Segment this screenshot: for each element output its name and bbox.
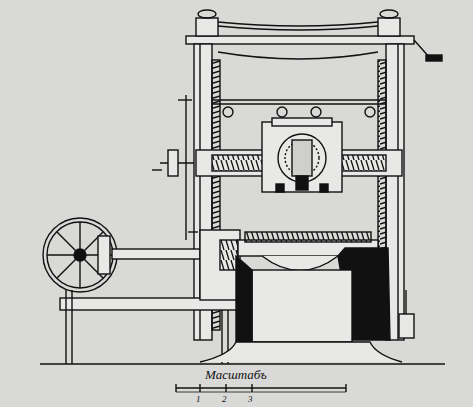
scale-number: 3 bbox=[248, 395, 253, 404]
scale-number: 2 bbox=[222, 395, 227, 404]
scale-number: 1 bbox=[196, 395, 201, 404]
scale-title: Масштабъ bbox=[205, 368, 267, 381]
